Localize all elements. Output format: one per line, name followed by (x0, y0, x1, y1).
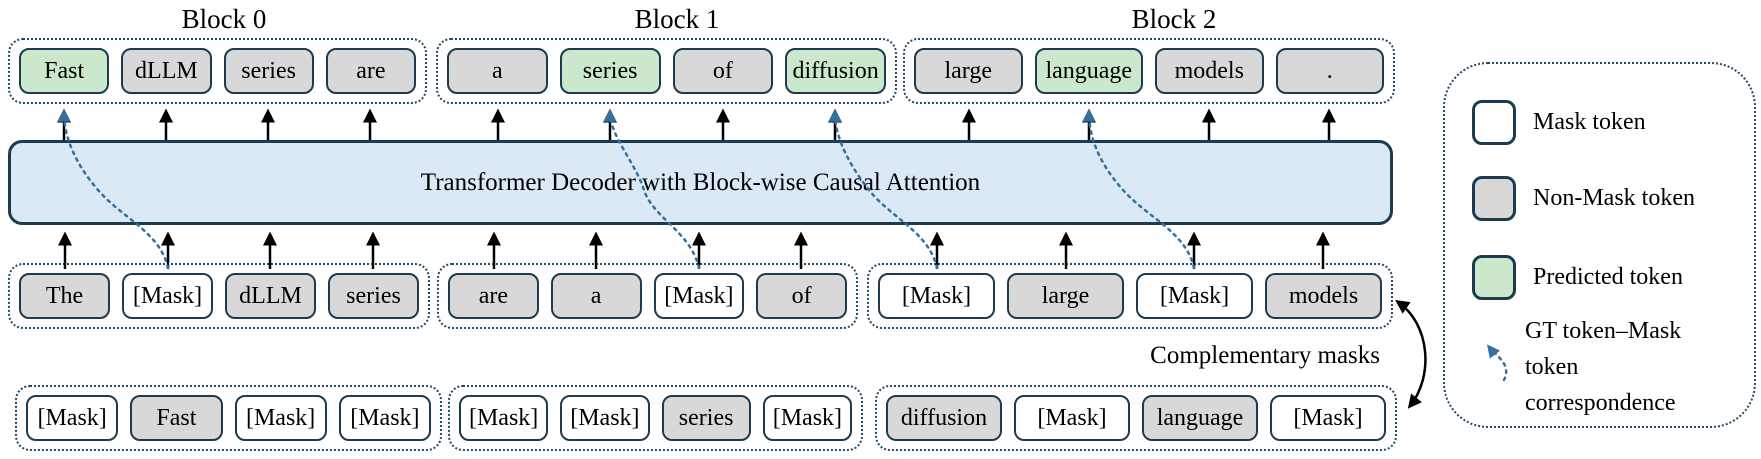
legend: Mask token Non-Mask token Predicted toke… (1443, 62, 1756, 428)
output-block-1: a series of diffusion (436, 38, 897, 104)
token: [Mask] (338, 395, 431, 441)
output-block-0: Fast dLLM series are (8, 38, 427, 104)
token: language (1142, 395, 1258, 441)
token: . (1275, 48, 1384, 94)
token: a (447, 48, 548, 94)
token: [Mask] (26, 395, 119, 441)
token: diffusion (886, 395, 1002, 441)
token: series (661, 395, 751, 441)
complementary-link-arrow (1395, 300, 1427, 409)
legend-item-predicted: Predicted token (1472, 254, 1683, 300)
complementary-block-2: diffusion [Mask] language [Mask] (875, 385, 1397, 451)
input-block-0: The [Mask] dLLM series (8, 263, 430, 329)
block-1-label: Block 1 (634, 4, 720, 34)
token: dLLM (225, 273, 316, 319)
complementary-block-1: [Mask] [Mask] series [Mask] (448, 385, 863, 451)
token: models (1155, 48, 1264, 94)
transformer-decoder-label: Transformer Decoder with Block-wise Caus… (420, 168, 981, 196)
token: diffusion (785, 48, 886, 94)
token: [Mask] (122, 273, 213, 319)
non-mask-token-swatch (1472, 175, 1516, 221)
complementary-block-0: [Mask] Fast [Mask] [Mask] (15, 385, 442, 451)
token: series (328, 273, 419, 319)
legend-item-mask: Mask token (1472, 99, 1646, 145)
legend-label: Non-Mask token (1533, 184, 1695, 211)
block-0-label: Block 0 (181, 4, 267, 34)
legend-item-non-mask: Non-Mask token (1472, 175, 1695, 221)
token: [Mask] (560, 395, 650, 441)
token: models (1265, 273, 1382, 319)
token: [Mask] (459, 395, 549, 441)
token: language (1034, 48, 1143, 94)
token: [Mask] (762, 395, 852, 441)
token: of (756, 273, 847, 319)
token: [Mask] (1270, 395, 1386, 441)
token: Fast (19, 48, 110, 94)
token: are (448, 273, 539, 319)
token: dLLM (121, 48, 212, 94)
output-block-2: large language models . (903, 38, 1395, 104)
token: a (550, 273, 642, 319)
legend-label: Predicted token (1533, 263, 1683, 290)
decoder-to-output-arrows (57, 108, 1336, 140)
token: [Mask] (878, 273, 995, 319)
block-2-label: Block 2 (1131, 4, 1217, 34)
token: [Mask] (1014, 395, 1130, 441)
legend-label: Mask token (1533, 108, 1646, 135)
token: [Mask] (1136, 273, 1253, 319)
token: are (325, 48, 416, 94)
mask-token-swatch (1472, 99, 1516, 145)
token: series (559, 48, 661, 94)
input-block-1: are a [Mask] of (437, 263, 858, 329)
token: of (672, 48, 774, 94)
token: [Mask] (653, 273, 745, 319)
token: series (223, 48, 314, 94)
input-block-2: [Mask] large [Mask] models (867, 263, 1393, 329)
legend-item-gt-correspondence: GT token–Mask token correspondence (1525, 318, 1682, 416)
token: Fast (130, 395, 223, 441)
token: large (1007, 273, 1124, 319)
token: large (914, 48, 1023, 94)
complementary-masks-label: Complementary masks (1150, 342, 1380, 369)
token: The (19, 273, 110, 319)
predicted-token-swatch (1472, 254, 1516, 300)
transformer-decoder-box: Transformer Decoder with Block-wise Caus… (8, 140, 1393, 225)
token: [Mask] (234, 395, 327, 441)
